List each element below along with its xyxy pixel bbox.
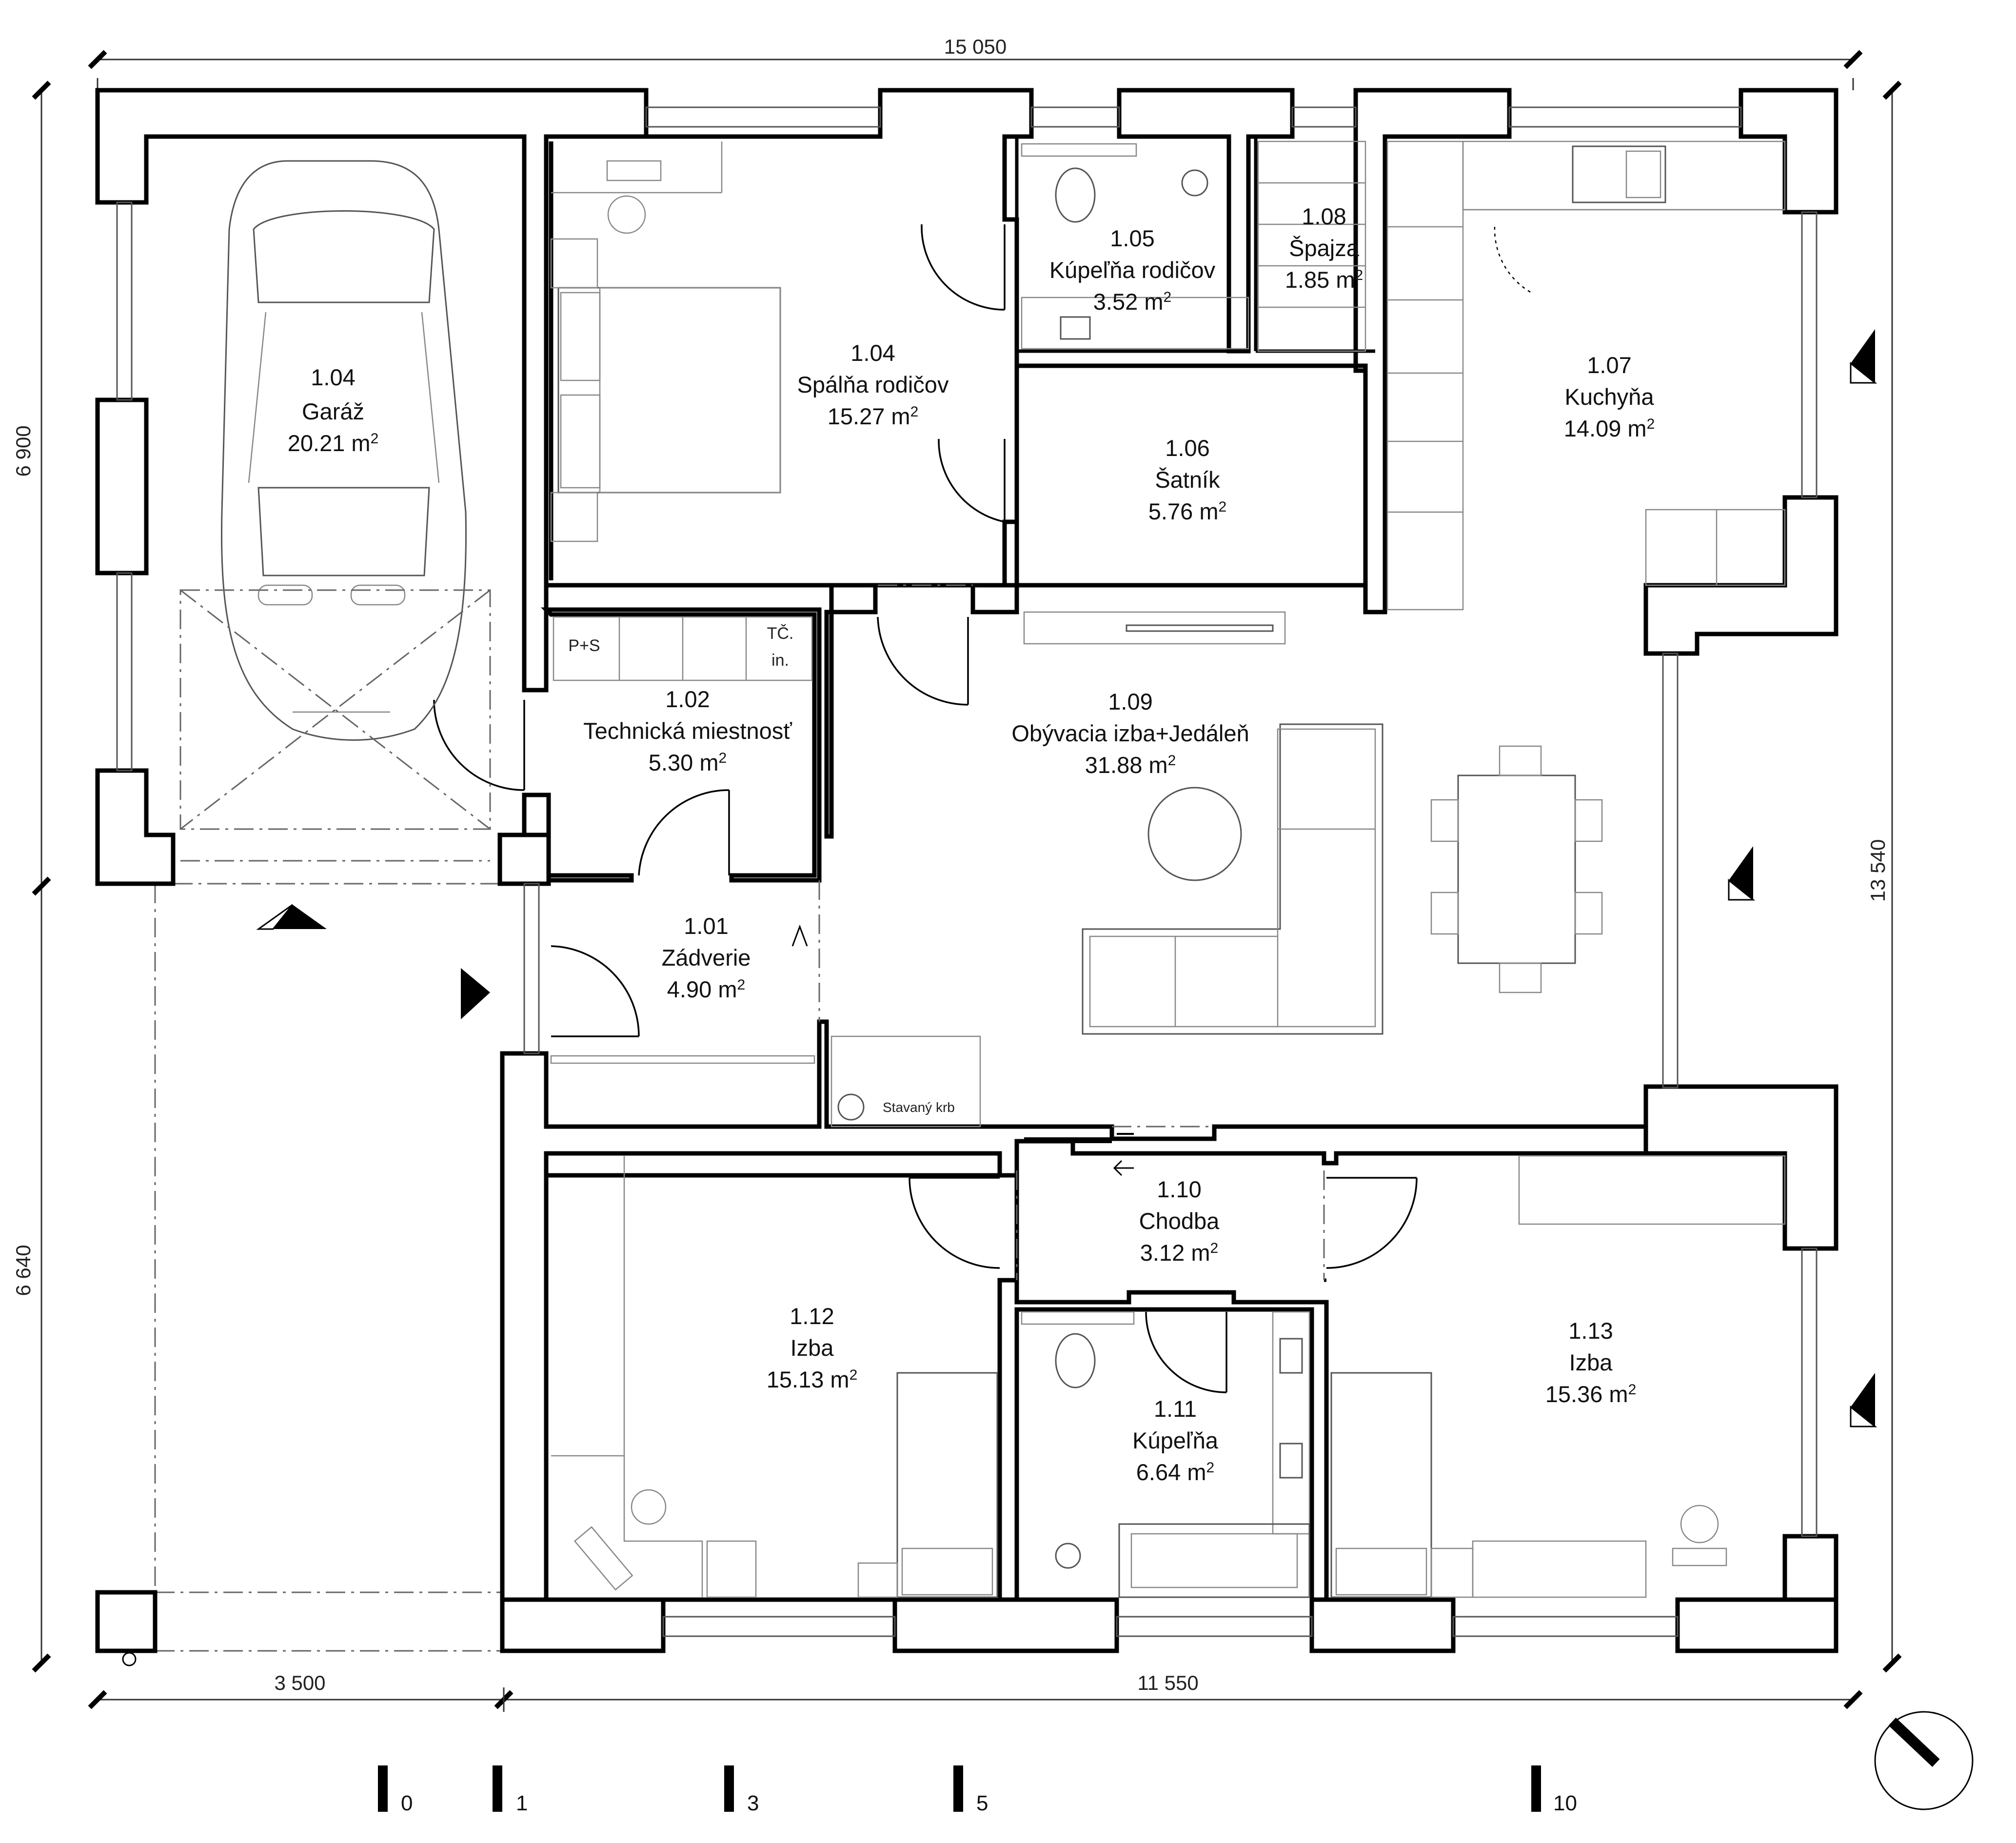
room-label-bedroom-1-12: 1.12 Izba 15.13 m2 — [767, 1303, 858, 1392]
svg-text:Zádverie: Zádverie — [662, 945, 751, 971]
windows — [116, 106, 1818, 1637]
svg-text:3.52 m2: 3.52 m2 — [1093, 289, 1171, 315]
kitchen-furniture — [1023, 140, 1786, 645]
svg-text:Kúpeľňa rodičov: Kúpeľňa rodičov — [1049, 257, 1216, 283]
car-icon — [221, 160, 467, 741]
svg-text:1.85 m2: 1.85 m2 — [1285, 267, 1363, 293]
dimension-bottom-right: 11 550 — [1137, 1671, 1198, 1694]
svg-text:6.64 m2: 6.64 m2 — [1136, 1459, 1214, 1485]
doors — [433, 224, 1532, 1393]
svg-text:Šatník: Šatník — [1155, 467, 1220, 493]
room-label-garage: 1.04 Garáž 20.21 m2 — [288, 364, 379, 456]
garage-gate-outline — [179, 589, 491, 862]
svg-text:1.04: 1.04 — [850, 340, 895, 366]
svg-text:1.11: 1.11 — [1154, 1396, 1197, 1422]
dimension-right: 13 540 — [1866, 839, 1889, 902]
svg-text:Obývacia izba+Jedáleň: Obývacia izba+Jedáleň — [1011, 720, 1249, 746]
label-ps: P+S — [568, 636, 600, 655]
dimension-bottom-left: 3 500 — [274, 1671, 325, 1694]
svg-text:4.90 m2: 4.90 m2 — [667, 976, 745, 1002]
svg-text:1.06: 1.06 — [1165, 435, 1209, 461]
room-label-corridor: 1.10 Chodba 3.12 m2 — [1139, 1176, 1220, 1266]
svg-text:Izba: Izba — [791, 1335, 834, 1361]
svg-text:1.12: 1.12 — [790, 1303, 834, 1329]
svg-text:5.76 m2: 5.76 m2 — [1148, 498, 1226, 524]
svg-text:Špajza: Špajza — [1289, 235, 1360, 261]
label-tc: TČ. — [767, 624, 794, 643]
living-room-furniture — [830, 723, 1603, 1128]
room-label-pantry: 1.08 Špajza 1.85 m2 — [1285, 203, 1363, 293]
svg-text:Garáž: Garáž — [302, 398, 364, 424]
svg-text:1.04: 1.04 — [311, 364, 355, 390]
label-fireplace: Stavaný krb — [883, 1100, 955, 1115]
dimension-left-lower: 6 640 — [12, 1245, 35, 1296]
svg-text:1.02: 1.02 — [665, 686, 710, 712]
svg-text:Kúpeľňa: Kúpeľňa — [1132, 1427, 1219, 1453]
bedroom-1-12-furniture — [551, 1156, 998, 1598]
svg-text:Chodba: Chodba — [1139, 1208, 1220, 1234]
scale-bar: 0 1 3 5 10 — [378, 1765, 1577, 1815]
svg-text:3.12 m2: 3.12 m2 — [1140, 1240, 1218, 1266]
svg-text:15.27 m2: 15.27 m2 — [828, 403, 919, 429]
scale-label-3: 3 — [747, 1791, 759, 1815]
svg-text:1.07: 1.07 — [1587, 352, 1631, 378]
svg-text:1.05: 1.05 — [1110, 225, 1154, 251]
scale-label-0: 0 — [401, 1791, 413, 1815]
bathroom-furniture — [1021, 1311, 1310, 1598]
bedroom-1-13-furniture — [1330, 1155, 1786, 1598]
scale-label-1: 1 — [516, 1791, 528, 1815]
svg-text:Technická miestnosť: Technická miestnosť — [583, 718, 792, 744]
svg-text:Spálňa rodičov: Spálňa rodičov — [797, 372, 949, 397]
dimension-left-upper: 6 900 — [12, 425, 35, 476]
scale-label-10: 10 — [1553, 1791, 1577, 1815]
svg-text:1.13: 1.13 — [1568, 1318, 1613, 1344]
room-label-technical-room: 1.02 Technická miestnosť 5.30 m2 — [583, 686, 792, 775]
north-arrow-icon — [1874, 1711, 1974, 1810]
svg-text:1.01: 1.01 — [684, 913, 728, 939]
room-label-living-room: 1.09 Obývacia izba+Jedáleň 31.88 m2 — [1011, 689, 1249, 778]
room-label-vestibule: 1.01 Zádverie 4.90 m2 — [662, 913, 751, 1002]
parents-bathroom-furniture — [1021, 143, 1249, 350]
svg-text:20.21 m2: 20.21 m2 — [288, 430, 379, 456]
room-label-bedroom-1-13: 1.13 Izba 15.36 m2 — [1545, 1318, 1637, 1407]
dimension-lines — [32, 50, 1902, 1712]
room-label-parents-bedroom: 1.04 Spálňa rodičov 15.27 m2 — [797, 340, 949, 429]
scale-label-5: 5 — [976, 1791, 988, 1815]
svg-text:Kuchyňa: Kuchyňa — [1565, 384, 1655, 410]
svg-text:31.88 m2: 31.88 m2 — [1085, 752, 1176, 778]
carport-outline — [95, 883, 502, 1666]
svg-text:1.09: 1.09 — [1108, 689, 1152, 714]
svg-text:14.09 m2: 14.09 m2 — [1564, 416, 1655, 441]
elevation-markers — [256, 329, 1878, 1427]
room-label-kitchen: 1.07 Kuchyňa 14.09 m2 — [1564, 352, 1655, 441]
room-label-bathroom: 1.11 Kúpeľňa 6.64 m2 — [1132, 1396, 1219, 1485]
svg-text:5.30 m2: 5.30 m2 — [649, 750, 727, 775]
svg-text:15.13 m2: 15.13 m2 — [767, 1367, 858, 1392]
svg-text:1.08: 1.08 — [1302, 203, 1346, 229]
dimension-top: 15 050 — [944, 35, 1007, 58]
room-label-parents-bathroom: 1.05 Kúpeľňa rodičov 3.52 m2 — [1049, 225, 1216, 315]
svg-text:Izba: Izba — [1569, 1349, 1613, 1375]
label-in: in. — [771, 651, 789, 670]
svg-text:1.10: 1.10 — [1157, 1176, 1201, 1202]
parents-bedroom-furniture — [550, 141, 781, 542]
room-label-closet: 1.06 Šatník 5.76 m2 — [1148, 435, 1226, 524]
svg-text:15.36 m2: 15.36 m2 — [1545, 1381, 1637, 1407]
technical-room-furniture — [550, 616, 815, 1064]
